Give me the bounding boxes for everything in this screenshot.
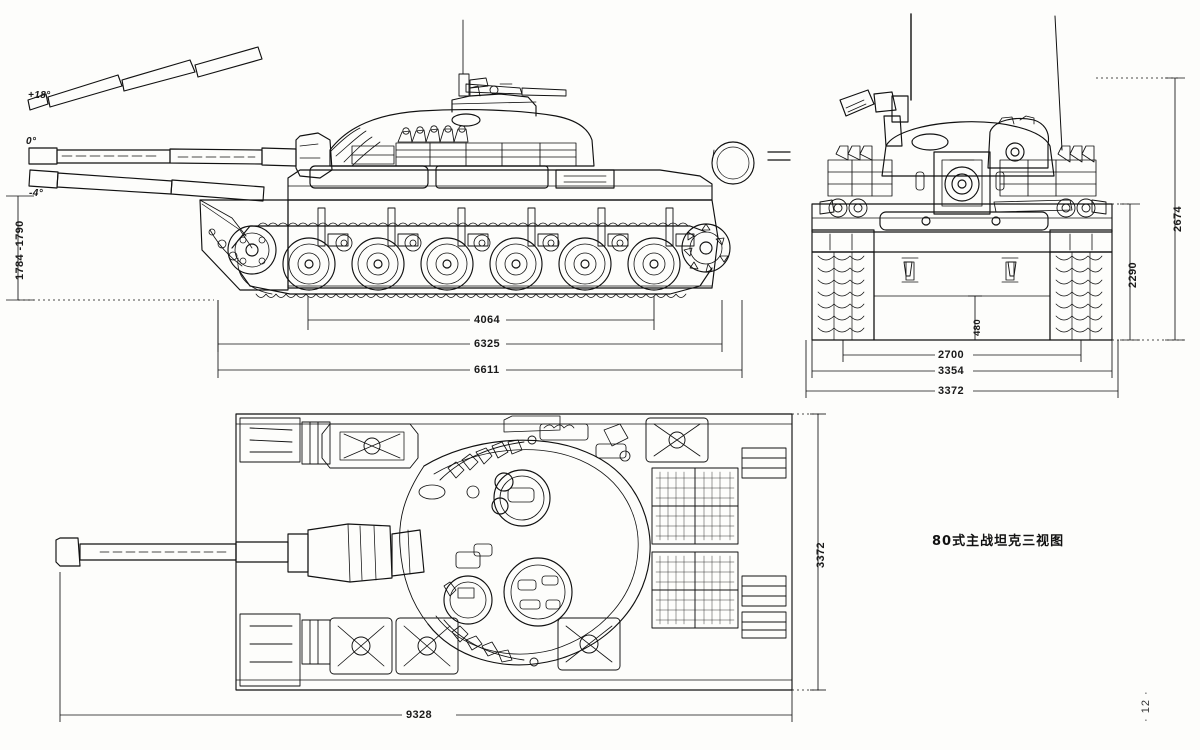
road-wheel [558, 237, 612, 291]
overall-height-antenna-label: 2674 [1172, 205, 1184, 232]
plan-track-guard-panels [301, 421, 331, 665]
plan-hatch-panels [321, 417, 709, 675]
track-links [255, 222, 689, 298]
plan-engine-deck-grilles [651, 467, 739, 629]
track-centre-distance-label: 2700 [938, 349, 965, 361]
road-wheels [282, 237, 681, 291]
gun-elevation-zero-label: 0° [26, 136, 37, 147]
road-wheel [489, 237, 543, 291]
plan-fender-stowage-left [239, 417, 301, 463]
overall-width-plan-label: 3372 [815, 541, 827, 568]
side-skirt-hangers [317, 207, 695, 247]
return-rollers [335, 234, 629, 252]
plan-fender-stowage-left-rear [239, 613, 301, 687]
gun-barrel-horizontal [28, 147, 297, 167]
front-belly-skids [903, 261, 1017, 277]
overall-width-label: 3372 [938, 385, 965, 397]
front-fender-detail [208, 228, 243, 267]
plan-turret-rails [439, 435, 539, 667]
gun-elevation-max-label: +18° [28, 90, 51, 101]
front-aa-machine-gun [839, 89, 909, 147]
plan-mantlet [307, 523, 425, 583]
road-wheel [627, 237, 681, 291]
plan-turret-hatches [443, 469, 573, 627]
anti-aircraft-machine-gun [458, 19, 567, 97]
length-with-gun-rear-label: 6611 [474, 364, 500, 376]
page-number: · 12 · [1140, 690, 1152, 722]
hull-lower-and-glacis [199, 199, 719, 291]
ground-clearance-label: 480 [972, 318, 983, 336]
front-antenna [910, 13, 1063, 151]
plan-turret-smoke-launchers [447, 439, 523, 663]
gun-depression-max-label: -4° [29, 188, 44, 199]
turret-side-profile [329, 109, 595, 167]
drawing-caption: 80式主战坦克三视图 [932, 534, 1065, 549]
track-contact-length-label: 4064 [474, 314, 501, 326]
road-wheel [282, 237, 336, 291]
front-turret-side-stowage [827, 159, 1097, 197]
front-gun-mantlet-center [933, 151, 991, 215]
plan-gun-barrel [55, 533, 309, 573]
plan-misc-fittings [418, 415, 631, 500]
road-wheel [420, 237, 474, 291]
gun-barrel-depressed [28, 169, 265, 202]
smoke-grenade-launchers [397, 125, 469, 143]
plan-turret-outline [399, 439, 651, 666]
gun-barrel-elevated [27, 46, 263, 111]
front-smoke-launcher-bank [835, 145, 1095, 163]
external-fuel-drum [711, 141, 755, 185]
hull-width-label: 3354 [938, 365, 965, 377]
front-turret-silhouette [881, 115, 1055, 177]
plan-rear-stowage-bins [741, 447, 787, 639]
view-separator-marks [767, 151, 791, 161]
hull-roof-height-label: 2290 [1127, 261, 1139, 288]
hull-length-label: 6325 [474, 338, 501, 350]
side-height-dimension-label: 1784 -1790 [14, 220, 26, 280]
front-headlamps-and-fittings [819, 198, 1107, 218]
overall-length-plan-label: 9328 [406, 709, 433, 721]
road-wheel [351, 237, 405, 291]
